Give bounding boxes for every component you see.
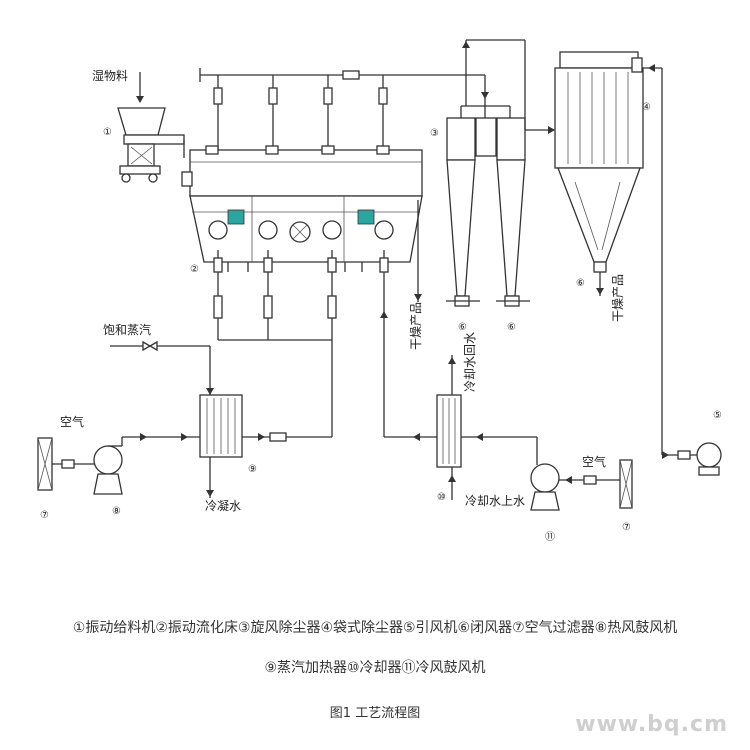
equipment-number-10: ⑩ xyxy=(437,492,446,503)
arrow-right-icon xyxy=(548,126,555,134)
arrow-down-icon xyxy=(414,294,422,301)
arrow-left-icon xyxy=(648,64,655,72)
equipment-number-8: ⑧ xyxy=(112,506,121,517)
arrow-right-icon xyxy=(258,433,265,441)
arrow-down-icon xyxy=(596,288,604,295)
cooling-water-supply-label: 冷却水上水 xyxy=(465,494,525,508)
dry-product-label-center: 干燥产品 xyxy=(409,302,423,350)
fluidized-bed xyxy=(181,145,423,272)
air-label-left: 空气 xyxy=(60,414,84,429)
equipment-number-6b: ⑥ xyxy=(507,322,516,333)
air-label-right: 空气 xyxy=(582,454,606,469)
steam-line xyxy=(110,340,214,395)
dry-product-outlet xyxy=(414,230,422,302)
arrow-down-icon xyxy=(206,490,214,497)
vibrating-feeder xyxy=(117,72,185,183)
diagram-canvas: 湿物料 干燥产品 干燥产品 饱和蒸汽 冷却水回水 冷却水上水 冷凝水 空气 空气… xyxy=(37,39,722,543)
watermark: www.bq.cm xyxy=(575,712,728,737)
arrow-right-icon xyxy=(662,451,669,459)
air-filter-left xyxy=(37,437,95,491)
arrow-right-icon xyxy=(140,433,147,441)
figure-title: 图1 工艺流程图 xyxy=(329,706,421,721)
equipment-number-5: ⑤ xyxy=(713,410,722,421)
arrow-left-icon xyxy=(565,476,572,484)
arrow-down-icon xyxy=(481,92,489,99)
wet-material-label: 湿物料 xyxy=(92,68,128,83)
equipment-number-11: ⑪ xyxy=(545,531,555,543)
bed-air-inlets xyxy=(213,250,337,437)
arrow-down-icon xyxy=(136,96,144,103)
bag-filter xyxy=(554,51,663,455)
saturated-steam-label: 饱和蒸汽 xyxy=(103,322,151,337)
hot-air-blower xyxy=(93,433,200,495)
equipment-number-4: ④ xyxy=(642,102,651,113)
arrow-down-icon xyxy=(206,388,214,395)
exhaust-header xyxy=(199,68,489,150)
arrow-up-icon xyxy=(380,311,388,318)
air-filter-right xyxy=(619,459,633,509)
cold-air-blower xyxy=(530,437,620,511)
arrow-up-icon xyxy=(448,357,456,364)
steam-heater xyxy=(199,394,332,498)
cooler xyxy=(384,355,537,500)
header-valve xyxy=(342,70,360,80)
cooling-water-return-label: 冷却水回水 xyxy=(463,332,477,392)
cyclone-separator xyxy=(446,39,555,307)
equipment-number-9: ⑨ xyxy=(248,464,257,475)
arrow-left-icon xyxy=(476,433,483,441)
equipment-number-6c: ⑥ xyxy=(576,278,585,289)
cold-air-riser xyxy=(379,250,389,437)
legend-line-2: ⑨蒸汽加热器⑩冷却器⑪冷风鼓风机 xyxy=(264,660,486,676)
legend-line-1: ①振动给料机②振动流化床③旋风除尘器④袋式除尘器⑤引风机⑥闭风器⑦空气过滤器⑧热… xyxy=(72,620,678,636)
dry-product-label-right: 干燥产品 xyxy=(611,274,625,322)
condensate-label: 冷凝水 xyxy=(205,498,241,513)
arrow-up-icon xyxy=(448,475,456,482)
induced-draft-fan xyxy=(662,442,722,476)
equipment-number-2: ② xyxy=(190,264,199,275)
equipment-number-1: ① xyxy=(103,127,112,138)
arrow-left-icon xyxy=(413,433,420,441)
equipment-number-7b: ⑦ xyxy=(622,522,631,533)
arrow-right-icon xyxy=(181,433,188,441)
equipment-number-7a: ⑦ xyxy=(40,510,49,521)
arrow-up-icon xyxy=(462,41,470,48)
equipment-number-6a: ⑥ xyxy=(458,322,467,333)
equipment-number-3: ③ xyxy=(430,128,439,139)
